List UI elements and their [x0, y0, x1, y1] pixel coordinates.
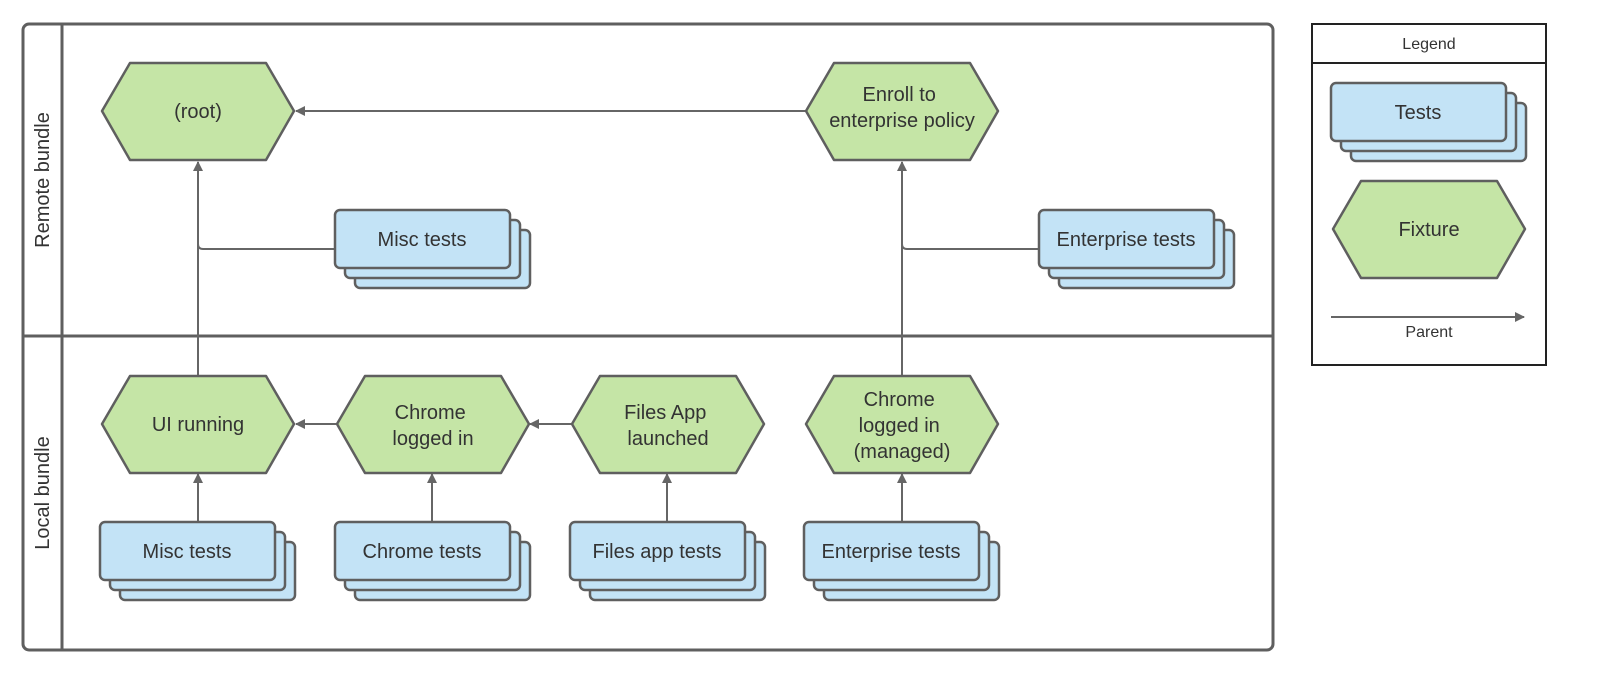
fixture-ui-running-line-1: UI running [152, 414, 244, 436]
legend-title: Legend [1402, 36, 1455, 53]
fixture-files-line-1: Files App [624, 402, 706, 424]
tests-remote-enterprise-label: Enterprise tests [1057, 229, 1196, 251]
fixture-managed-line-2: logged in [859, 415, 940, 437]
lane-label-remote: Remote bundle [32, 112, 54, 248]
legend: Legend Tests Fixture Parent [1311, 23, 1547, 366]
fixture-root-line-1: (root) [174, 101, 222, 123]
legend-tests-label: Tests [1395, 102, 1442, 124]
tests-local-files[interactable]: Files app tests [568, 520, 767, 602]
edge-remote-misc-tests [197, 243, 335, 250]
legend-frame [1311, 23, 1547, 366]
edge-remote-enterprise-tests [901, 243, 1039, 250]
tests-local-misc[interactable]: Misc tests [98, 520, 297, 602]
tests-remote-misc[interactable]: Misc tests [333, 208, 532, 290]
svg-text:UI running: UI running [152, 414, 244, 436]
lane-label-local: Local bundle [32, 436, 54, 549]
fixture-chrome-line-1: Chrome [395, 402, 466, 424]
tests-local-enterprise[interactable]: Enterprise tests [802, 520, 1001, 602]
fixture-managed-line-3: (managed) [854, 441, 951, 463]
svg-text:Files App launched: Files App launched [624, 402, 712, 450]
legend-tests: Tests [1329, 81, 1528, 163]
fixture-root[interactable]: (root) [100, 61, 296, 162]
tests-local-chrome-label: Chrome tests [363, 541, 482, 563]
fixture-enroll[interactable]: Enroll to enterprise policy [804, 61, 1000, 162]
svg-text:(root): (root) [174, 101, 222, 123]
tests-local-chrome[interactable]: Chrome tests [333, 520, 532, 602]
fixture-managed-line-1: Chrome [864, 389, 935, 411]
fixture-files-app-launched[interactable]: Files App launched [570, 374, 766, 475]
fixture-enroll-line-1: Enroll to [863, 84, 936, 106]
legend-fixture: Fixture [1331, 179, 1527, 280]
fixture-chrome-line-2: logged in [392, 428, 473, 450]
fixture-files-line-2: launched [627, 428, 708, 450]
tests-local-files-label: Files app tests [593, 541, 722, 563]
connectors [193, 106, 1039, 522]
legend-fixture-label: Fixture [1398, 219, 1459, 241]
tests-local-misc-label: Misc tests [143, 541, 232, 563]
svg-text:Chrome logged in: Chrome logged in [392, 402, 473, 450]
fixture-enroll-line-2: enterprise policy [829, 110, 975, 132]
svg-text:Enroll to enterprise pol: Enroll to enterprise policy [829, 84, 975, 132]
tests-remote-misc-label: Misc tests [378, 229, 467, 251]
svg-text:Chrome logged in (: Chrome logged in (managed) [854, 389, 951, 463]
legend-parent-label: Parent [1405, 324, 1453, 341]
tests-local-enterprise-label: Enterprise tests [822, 541, 961, 563]
fixture-ui-running[interactable]: UI running [100, 374, 296, 475]
fixture-chrome-managed[interactable]: Chrome logged in (managed) [804, 374, 1000, 475]
tests-remote-enterprise[interactable]: Enterprise tests [1037, 208, 1236, 290]
fixture-chrome-logged-in[interactable]: Chrome logged in [335, 374, 531, 475]
